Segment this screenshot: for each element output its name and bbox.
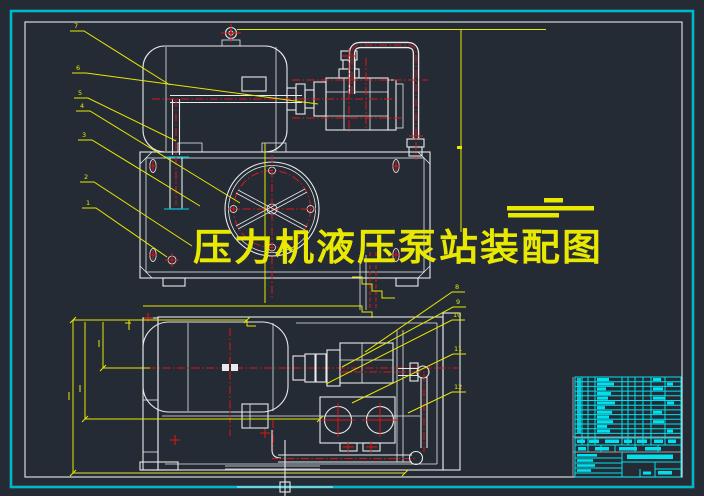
center-mark bbox=[222, 364, 229, 371]
callout-leader: 1 bbox=[82, 199, 168, 258]
tank-manhole-cover bbox=[224, 155, 320, 300]
handle-cross bbox=[235, 188, 308, 231]
callout-leader: 4 bbox=[76, 102, 241, 204]
dimension-lines bbox=[68, 143, 409, 477]
tank-plan bbox=[139, 151, 431, 287]
corner-slot bbox=[149, 159, 400, 262]
coupling-front bbox=[292, 349, 341, 387]
callout-leader: 12 bbox=[407, 383, 466, 414]
scale-marks bbox=[507, 198, 594, 218]
top-view bbox=[139, 24, 431, 310]
callout-number: 7 bbox=[74, 22, 78, 30]
pickbox bbox=[279, 481, 291, 493]
callout-number: 12 bbox=[454, 383, 462, 391]
callout-leader: 2 bbox=[80, 173, 193, 247]
leader-lines-right: 8 9 10 11 12 bbox=[325, 283, 466, 414]
hydraulic-piping-plan bbox=[152, 41, 428, 310]
parts-list bbox=[575, 377, 681, 446]
callout-leader: 3 bbox=[78, 131, 201, 207]
callout-number: 6 bbox=[76, 64, 80, 72]
callout-leader: 5 bbox=[74, 89, 177, 142]
title-block-fields bbox=[575, 445, 681, 477]
callout-leader: 11 bbox=[351, 345, 466, 404]
sheet-border-inner bbox=[24, 21, 683, 478]
callout-number: 2 bbox=[84, 173, 88, 181]
callout-leader: 8 bbox=[364, 283, 465, 353]
callout-number: 10 bbox=[453, 311, 461, 319]
sheet-border-outer bbox=[9, 9, 695, 489]
callout-number: 5 bbox=[78, 89, 82, 97]
drawing-title: 压力机液压泵站装配图 bbox=[193, 226, 603, 269]
title-block bbox=[572, 376, 682, 478]
pump-assembly-plan bbox=[286, 50, 425, 157]
callout-leader: 10 bbox=[325, 311, 465, 385]
callout-leader: 7 bbox=[70, 22, 171, 86]
callout-number: 4 bbox=[80, 102, 84, 110]
callout-number: 3 bbox=[82, 131, 86, 139]
motor-plan bbox=[142, 24, 288, 153]
eyebolt-leader bbox=[237, 29, 546, 232]
crosshair-cursor bbox=[237, 440, 333, 496]
callout-number: 1 bbox=[86, 199, 90, 207]
callout-number: 9 bbox=[456, 298, 460, 306]
callout-number: 8 bbox=[455, 283, 459, 291]
callout-leader: 9 bbox=[341, 298, 466, 368]
title-block-drawing-name bbox=[627, 454, 673, 459]
pump-front bbox=[319, 342, 398, 453]
front-view bbox=[68, 143, 461, 477]
callout-leader: 6 bbox=[72, 64, 319, 105]
lifting-eyebolt bbox=[221, 24, 241, 47]
leader-lines-left: 7 6 5 4 3 2 1 bbox=[70, 22, 546, 258]
hydraulic-piping-front bbox=[225, 362, 430, 470]
callout-number: 11 bbox=[454, 345, 462, 353]
